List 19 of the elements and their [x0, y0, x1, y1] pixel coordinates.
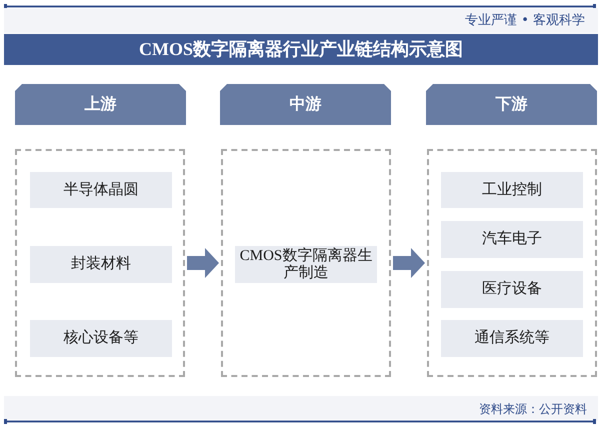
title-bar: CMOS数字隔离器行业产业链结构示意图 — [4, 34, 598, 65]
stage-header: 上游 — [15, 84, 186, 125]
item-box: 通信系统等 — [441, 320, 583, 357]
dashed-frame — [15, 149, 185, 377]
tagline: 专业严谨 • 客观科学 — [465, 12, 585, 28]
item-box: 医疗设备 — [441, 271, 583, 308]
stage-header: 下游 — [426, 84, 597, 125]
item-box: 封装材料 — [30, 246, 172, 283]
item-box: CMOS数字隔离器生产制造 — [235, 246, 377, 283]
arrow — [187, 248, 219, 278]
dashed-frame — [221, 149, 391, 377]
item-box: 半导体晶圆 — [30, 172, 172, 208]
dashed-frame — [427, 149, 597, 377]
source-note: 资料来源：公开资料 — [479, 400, 587, 416]
arrow — [393, 248, 425, 278]
item-box: 汽车电子 — [441, 221, 583, 258]
item-box: 工业控制 — [441, 172, 583, 208]
item-box: 核心设备等 — [30, 320, 172, 357]
stage-header: 中游 — [220, 84, 391, 125]
